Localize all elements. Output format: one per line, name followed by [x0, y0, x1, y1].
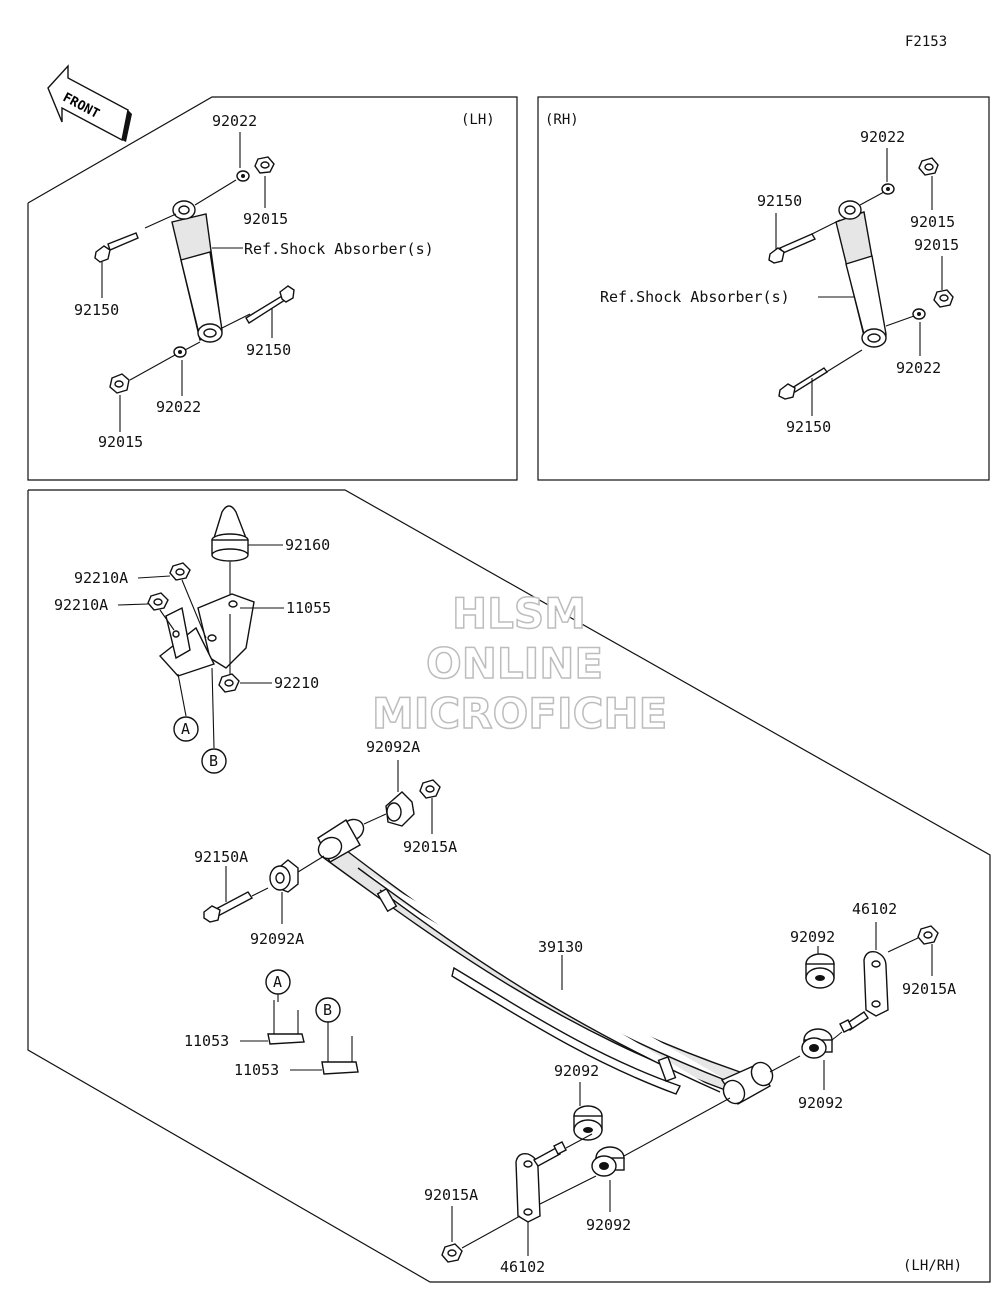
label-92092A-upper: 92092A — [366, 738, 420, 756]
nut-92015A-lower — [441, 1243, 463, 1263]
label-92015-top-lh: 92015 — [243, 210, 288, 228]
watermark: HLSM ONLINE MICROFICHE — [371, 588, 668, 739]
nut-92210A-lower — [147, 592, 169, 611]
label-92015-bottom-lh: 92015 — [98, 433, 143, 451]
label-92022-top-lh: 92022 — [212, 112, 257, 130]
nut-92015A-rear — [917, 925, 939, 945]
label-92022-bottom-lh: 92022 — [156, 398, 201, 416]
label-92022-bottom-rh: 92022 — [896, 359, 941, 377]
nut-92015-bottom-lh — [109, 373, 130, 394]
nut-92210 — [218, 673, 240, 693]
label-92015-mid-rh: 92015 — [914, 236, 959, 254]
bracket-11055 — [158, 593, 255, 677]
bolt-92150-upper-rh — [768, 233, 817, 264]
bolt-92150A — [203, 891, 254, 923]
ref-shock-rh: Ref.Shock Absorber(s) — [600, 288, 790, 306]
callout-b-circle — [201, 748, 227, 774]
label-46102-lower: 46102 — [500, 1258, 545, 1276]
bolt-92150-lower-lh — [245, 285, 295, 324]
label-92150A: 92150A — [194, 848, 248, 866]
panel-bottom-header: (LH/RH) — [903, 1258, 962, 1274]
bushing-92092A-upper — [385, 791, 415, 827]
panel-rh: (RH) — [537, 96, 990, 481]
bolt-92150-upper-lh — [94, 232, 139, 263]
panel-lh-header: (LH) — [461, 112, 495, 128]
nut-92210A-upper — [169, 562, 191, 581]
label-92210A-upper: 92210A — [74, 569, 128, 587]
nut-92015-top-lh — [254, 156, 275, 174]
callout-a2-label: A — [273, 973, 282, 991]
u-bolt-11053-a — [267, 1000, 305, 1045]
washer-92022-top-lh — [236, 170, 250, 182]
shock-absorber-lh — [171, 200, 223, 343]
shackle-46102-lower — [515, 1141, 567, 1223]
washer-92022-bottom-rh — [912, 308, 926, 320]
label-92022-top-rh: 92022 — [860, 128, 905, 146]
label-11053-b: 11053 — [234, 1061, 279, 1079]
ref-shock-lh: Ref.Shock Absorber(s) — [244, 240, 434, 258]
watermark-line-1: HLSM — [452, 589, 586, 638]
label-92160: 92160 — [285, 536, 330, 554]
callout-b2-circle — [315, 997, 341, 1023]
label-92150-upper-rh: 92150 — [757, 192, 802, 210]
panel-lh: (LH) — [27, 96, 518, 481]
callout-a-label: A — [181, 720, 190, 738]
washer-92022-top-rh — [881, 183, 895, 195]
watermark-line-3: MICROFICHE — [372, 689, 667, 738]
shackle-46102-upper — [839, 950, 889, 1033]
shock-absorber-rh — [835, 200, 887, 348]
nut-92015-top-rh — [918, 157, 939, 176]
label-11055: 11055 — [286, 599, 331, 617]
callout-b2-label: B — [323, 1001, 332, 1019]
panel-bottom: (LH/RH) HLSM ONLINE MICROFICHE 92160 110… — [27, 489, 991, 1283]
label-92015-top-rh: 92015 — [910, 213, 955, 231]
label-92092-lower-2: 92092 — [586, 1216, 631, 1234]
figure-code: F2153 — [905, 34, 947, 50]
label-46102-upper: 46102 — [852, 900, 897, 918]
bushing-92092-lower-1 — [573, 1105, 603, 1141]
label-11053-a: 11053 — [184, 1032, 229, 1050]
nut-92015-mid-rh — [933, 289, 954, 308]
nut-92015A-upper — [419, 779, 441, 799]
label-92092-rear-1: 92092 — [790, 928, 835, 946]
bushing-92092-rear-2 — [801, 1028, 833, 1059]
bolt-92150-lower-rh — [778, 367, 829, 400]
bushing-92092A-lower — [269, 859, 299, 893]
callout-b-label: B — [209, 752, 218, 770]
washer-92022-bottom-lh — [173, 346, 187, 358]
label-92015A-upper: 92015A — [403, 838, 457, 856]
watermark-line-2: ONLINE — [426, 639, 603, 688]
label-92092-lower-1: 92092 — [554, 1062, 599, 1080]
panel-rh-header: (RH) — [545, 112, 579, 128]
callout-a2-circle — [265, 969, 291, 995]
label-92092A-lower: 92092A — [250, 930, 304, 948]
label-92092-rear-2: 92092 — [798, 1094, 843, 1112]
u-bolt-11053-b — [321, 1030, 359, 1075]
label-92210A-lower: 92210A — [54, 596, 108, 614]
bump-stop-92160 — [211, 505, 249, 562]
leaf-spring-39130 — [317, 818, 774, 1105]
front-arrow-icon: FRONT — [47, 64, 132, 142]
bushing-92092-rear-1 — [805, 953, 835, 989]
label-39130: 39130 — [538, 938, 583, 956]
label-92150-upper-lh: 92150 — [74, 301, 119, 319]
callout-a-circle — [173, 716, 199, 742]
label-92015A-rear: 92015A — [902, 980, 956, 998]
label-92150-lower-lh: 92150 — [246, 341, 291, 359]
label-92210: 92210 — [274, 674, 319, 692]
label-92150-lower-rh: 92150 — [786, 418, 831, 436]
bushing-92092-lower-2 — [591, 1146, 625, 1177]
label-92015A-lower: 92015A — [424, 1186, 478, 1204]
